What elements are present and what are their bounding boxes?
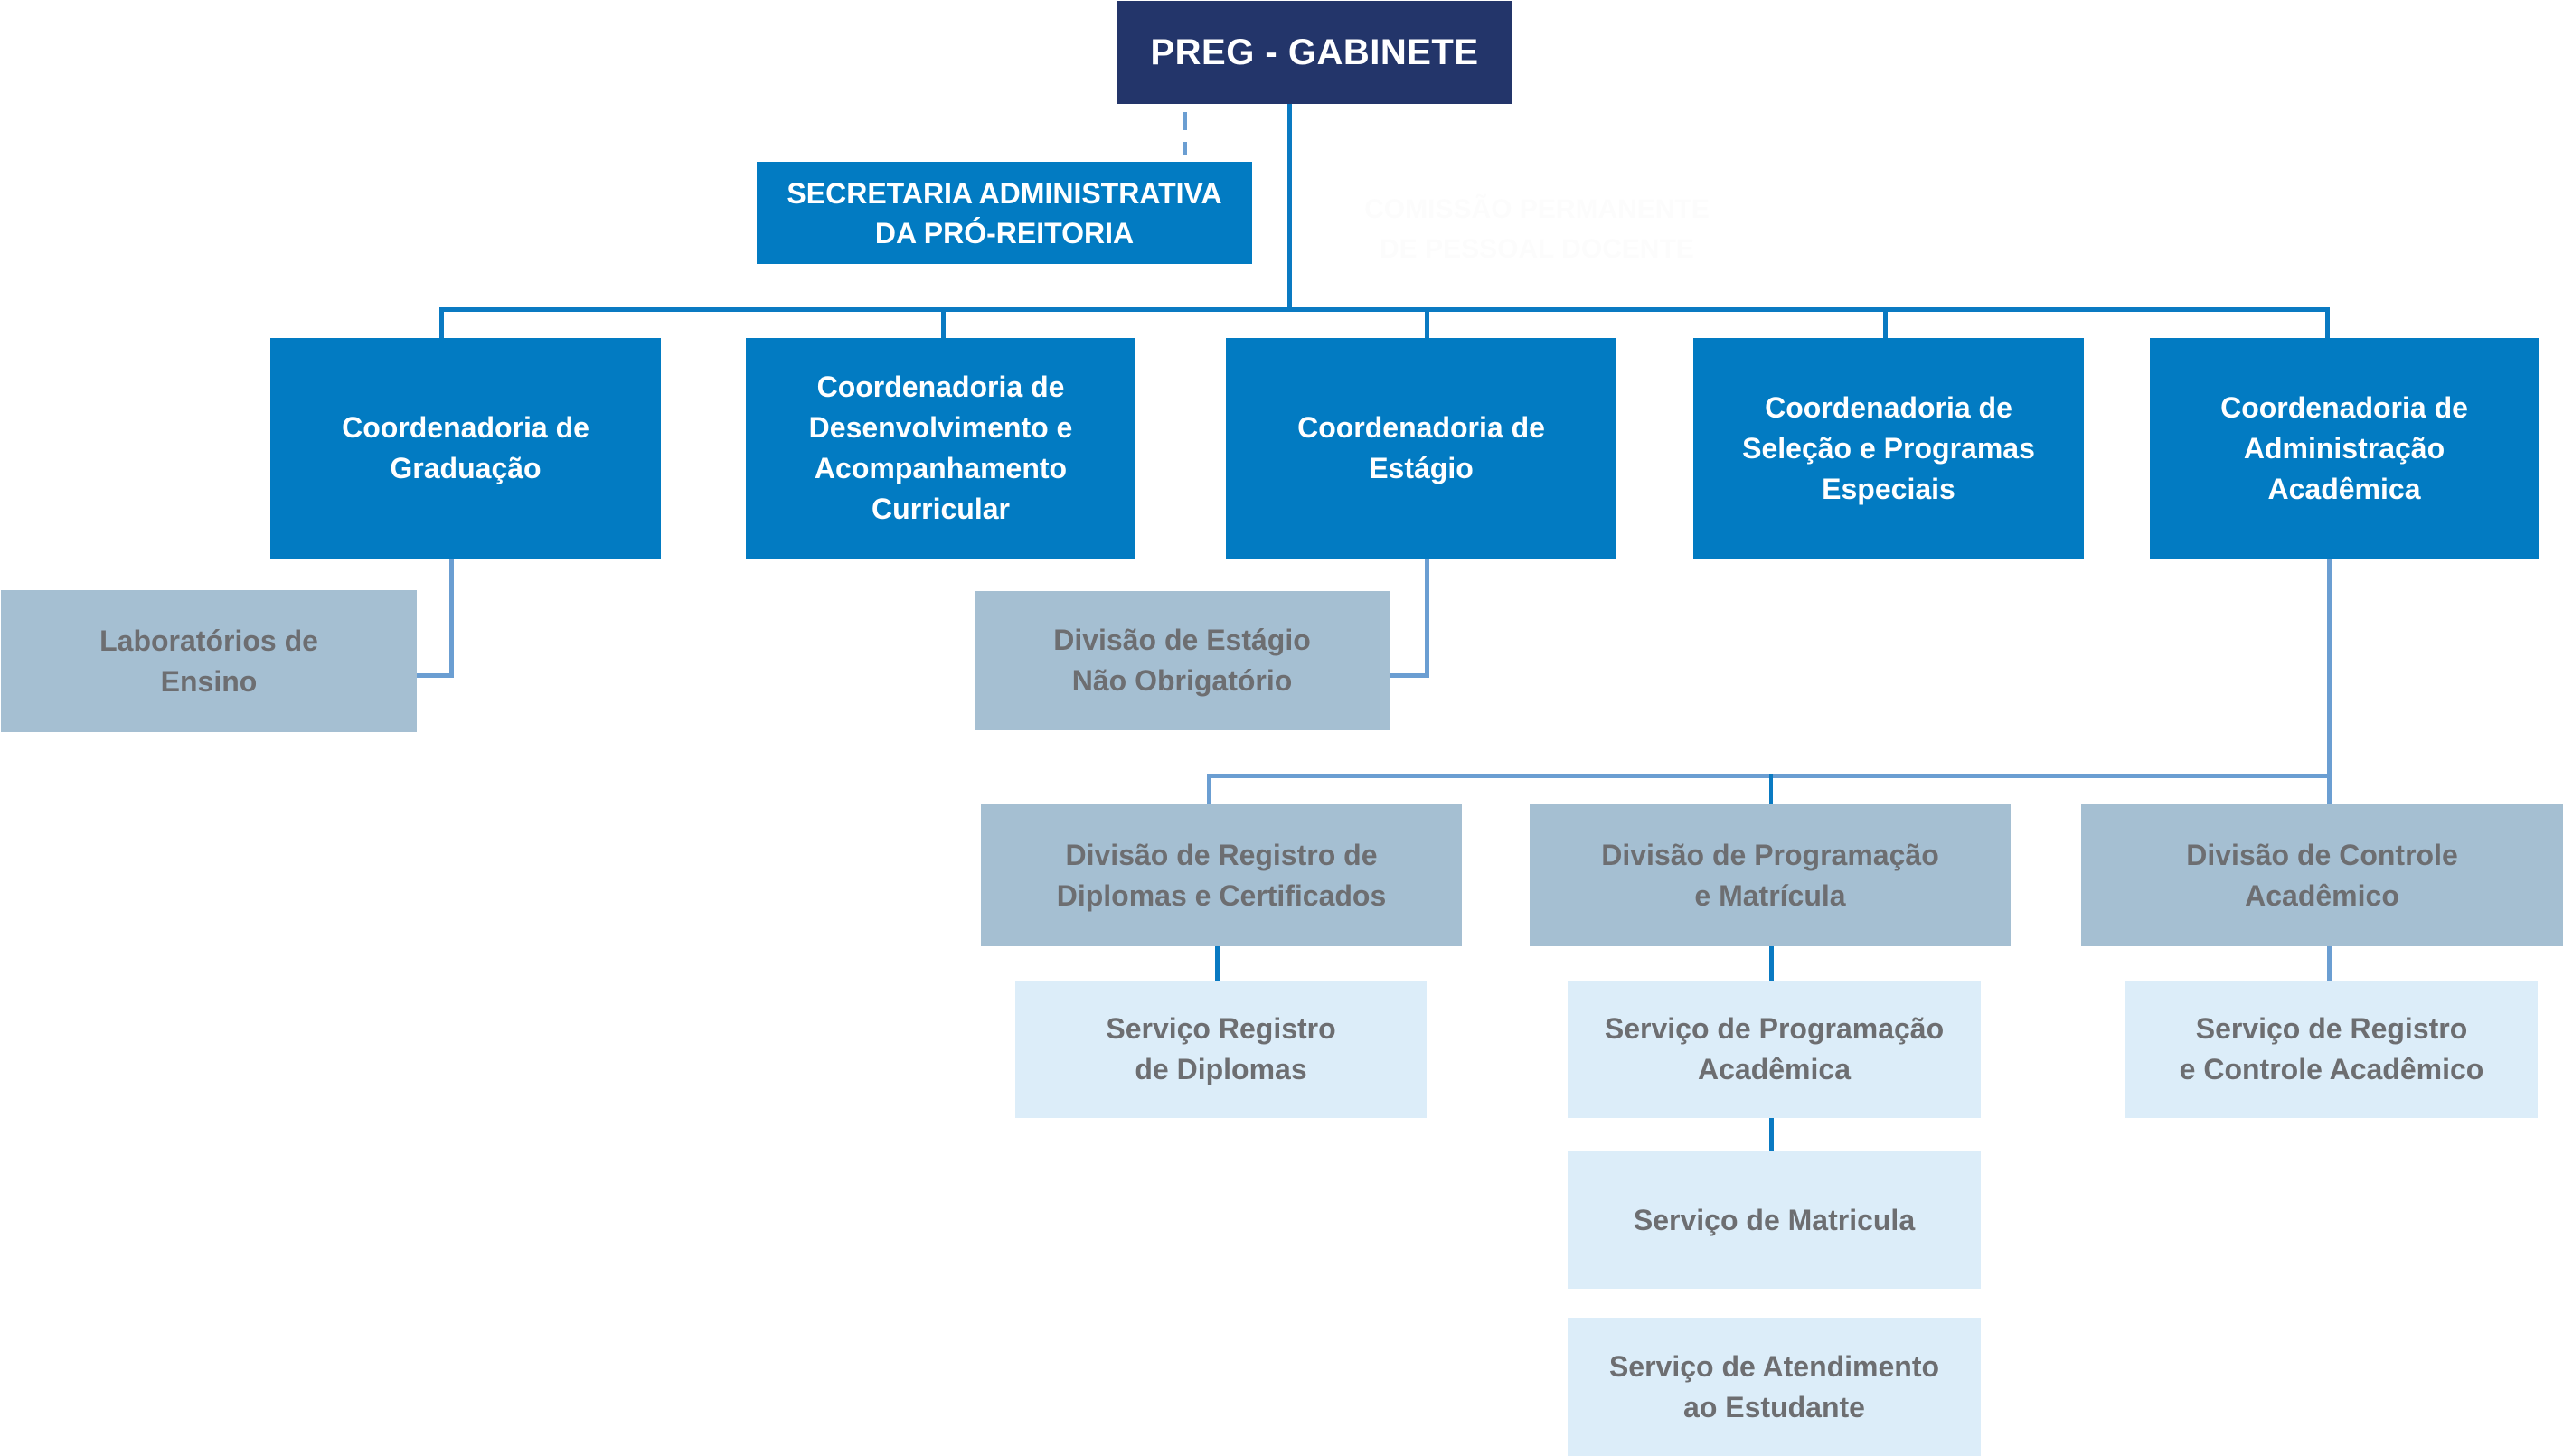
root-trunk-connector xyxy=(1287,104,1292,311)
coordenadorias-bus xyxy=(439,307,2330,312)
div-laboratorios-label: Laboratórios de Ensino xyxy=(99,624,318,698)
secretaria-label: SECRETARIA ADMINISTRATIVA DA PRÓ-REITORI… xyxy=(787,176,1222,249)
root-preg-gabinete[interactable]: PREG - GABINETE xyxy=(1117,1,1512,104)
secretaria-dashed-connector-2 xyxy=(1183,142,1187,155)
serv-registro-controle-label: Serviço de Registro e Controle Acadêmico xyxy=(2179,1012,2484,1085)
connector-laboratorios-v xyxy=(449,559,454,678)
div-programacao-matricula-label: Divisão de Programação e Matrícula xyxy=(1601,838,1939,912)
connector-serv-registro-diplomas xyxy=(1215,944,1220,981)
connector-coord-desenvolvimento xyxy=(941,307,946,338)
coord-estagio-label: Coordenadoria de Estágio xyxy=(1297,411,1545,484)
connector-serv-registro-controle xyxy=(2327,944,2332,981)
connector-div-registro xyxy=(1207,774,1211,804)
coord-desenvolvimento-label: Coordenadoria de Desenvolvimento e Acomp… xyxy=(808,371,1073,525)
connector-serv-matricula xyxy=(1769,1118,1774,1152)
ghost-commission-label: COMISSÃO PERMANENTE DE PESSOAL DOCENTE xyxy=(1364,194,1710,264)
connector-laboratorios-h xyxy=(417,673,454,678)
connector-coord-administracao xyxy=(2325,307,2330,338)
connector-coord-graduacao xyxy=(439,307,444,338)
connector-coord-selecao xyxy=(1883,307,1888,338)
coord-estagio[interactable]: Coordenadoria de Estágio xyxy=(1226,338,1616,559)
connector-div-estagio-v xyxy=(1425,559,1429,678)
div-programacao-matricula[interactable]: Divisão de Programação e Matrícula xyxy=(1530,804,2011,946)
serv-matricula[interactable]: Serviço de Matricula xyxy=(1568,1151,1981,1289)
div-estagio-label: Divisão de Estágio Não Obrigatório xyxy=(1053,624,1311,697)
serv-atendimento-estudante[interactable]: Serviço de Atendimento ao Estudante xyxy=(1568,1318,1981,1456)
coord-graduacao-label: Coordenadoria de Graduação xyxy=(342,411,589,484)
div-registro-diplomas[interactable]: Divisão de Registro de Diplomas e Certif… xyxy=(981,804,1462,946)
coord-graduacao[interactable]: Coordenadoria de Graduação xyxy=(270,338,661,559)
div-laboratorios-ensino[interactable]: Laboratórios de Ensino xyxy=(1,590,417,732)
secretaria-administrativa[interactable]: SECRETARIA ADMINISTRATIVA DA PRÓ-REITORI… xyxy=(757,162,1252,264)
div-controle-academico-label: Divisão de Controle Acadêmico xyxy=(2186,838,2458,912)
serv-programacao-academica[interactable]: Serviço de Programação Acadêmica xyxy=(1568,981,1981,1118)
coord-selecao-label: Coordenadoria de Seleção e Programas Esp… xyxy=(1742,390,2035,505)
secretaria-dashed-connector-1 xyxy=(1183,112,1187,130)
serv-atendimento-label: Serviço de Atendimento ao Estudante xyxy=(1608,1349,1940,1423)
connector-admin-trunk xyxy=(2327,559,2332,804)
coord-desenvolvimento-curricular[interactable]: Coordenadoria de Desenvolvimento e Acomp… xyxy=(746,338,1135,559)
root-label: PREG - GABINETE xyxy=(1150,32,1479,72)
serv-programacao-label: Serviço de Programação Acadêmica xyxy=(1604,1012,1945,1085)
coord-administracao-academica[interactable]: Coordenadoria de Administração Acadêmica xyxy=(2150,338,2539,559)
connector-serv-programacao xyxy=(1769,944,1774,981)
div-estagio-nao-obrigatorio[interactable]: Divisão de Estágio Não Obrigatório xyxy=(975,591,1390,730)
coord-administracao-label: Coordenadoria de Administração Acadêmica xyxy=(2220,390,2468,505)
connector-div-programacao xyxy=(1769,774,1773,804)
serv-registro-diplomas[interactable]: Serviço Registro de Diplomas xyxy=(1015,981,1427,1118)
connector-coord-estagio xyxy=(1425,307,1429,338)
coord-selecao-programas[interactable]: Coordenadoria de Seleção e Programas Esp… xyxy=(1693,338,2084,559)
div-registro-diplomas-label: Divisão de Registro de Diplomas e Certif… xyxy=(1056,838,1387,912)
serv-registro-diplomas-label: Serviço Registro de Diplomas xyxy=(1106,1012,1336,1085)
div-controle-academico[interactable]: Divisão de Controle Acadêmico xyxy=(2081,804,2563,946)
serv-matricula-label: Serviço de Matricula xyxy=(1633,1203,1916,1236)
connector-div-estagio-h xyxy=(1390,673,1429,678)
serv-registro-controle[interactable]: Serviço de Registro e Controle Acadêmico xyxy=(2125,981,2538,1118)
